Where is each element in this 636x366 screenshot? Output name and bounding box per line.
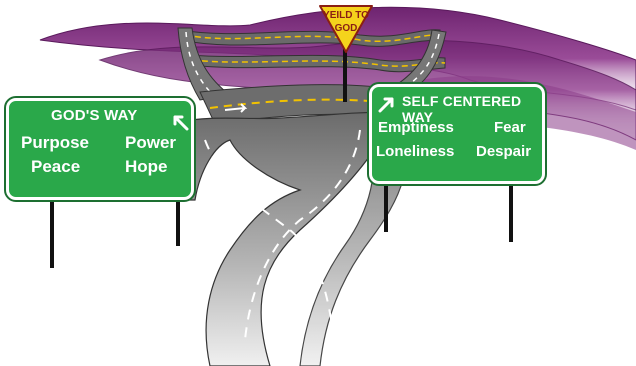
gods-way-title: GOD'S WAY [51,107,138,124]
yield-sign: YEILD TO GOD [318,4,374,54]
gods-way-word-peace: Peace [31,157,81,176]
self-centered-word-fear: Fear [494,119,526,136]
arrow-up-left-icon [173,115,189,131]
left-sign-post-2 [176,198,180,246]
self-centered-word-loneliness: Loneliness [376,143,455,160]
yield-sign-post [343,46,347,102]
right-sign-post-2 [509,182,513,242]
distant-roads [177,27,447,101]
gods-way-word-hope: Hope [125,157,168,176]
left-sign-post-1 [50,198,54,268]
gods-way-word-power: Power [125,133,177,152]
self-centered-word-emptiness: Emptiness [378,119,454,136]
gods-way-word-purpose: Purpose [21,133,90,152]
yield-sign-line-2: GOD [334,23,358,34]
yield-triangle-icon [319,5,373,53]
self-centered-way-title: SELF CENTERED WAY [402,93,522,125]
self-centered-word-despair: Despair [476,143,532,160]
gods-way-sign: GOD'S WAY Purpose Power Peace Hope [4,96,196,202]
right-sign-post-1 [384,182,388,232]
self-centered-way-sign: SELF CENTERED WAY Emptiness Fear Lonelin… [367,82,547,186]
arrow-up-left-icon [378,97,394,113]
yield-sign-line-1: YEILD TO [323,10,369,21]
